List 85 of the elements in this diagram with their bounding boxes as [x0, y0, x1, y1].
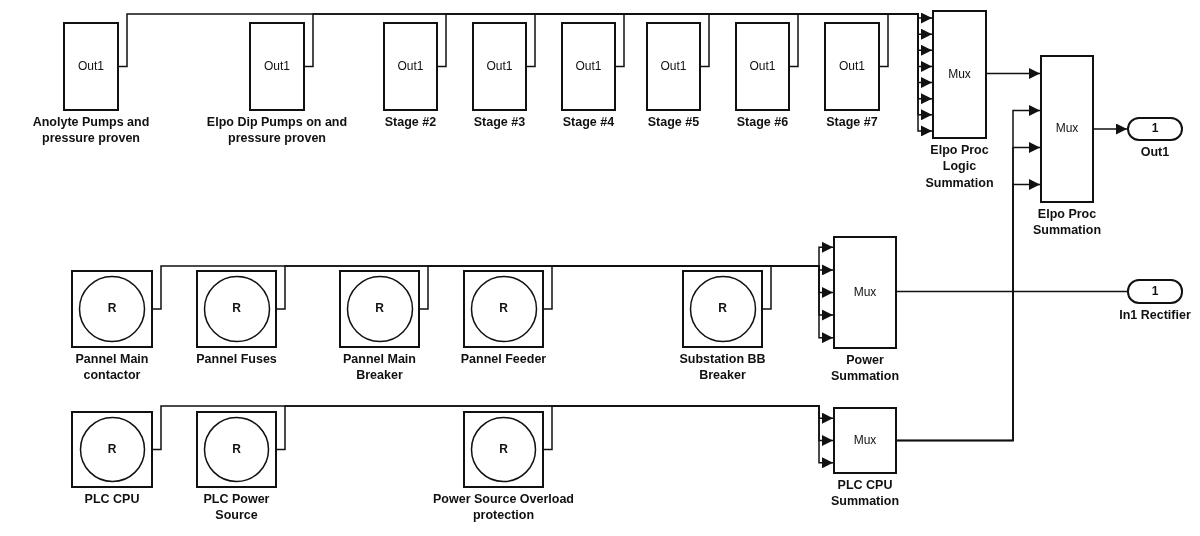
block-label: Pannel Main contactor: [74, 351, 150, 384]
signal-line: [762, 265, 834, 344]
block-label: Pannel Feeder: [459, 351, 548, 368]
mux-block: [1040, 55, 1094, 203]
port-block: [1127, 117, 1183, 141]
block-text: Out1: [263, 58, 291, 73]
signal-line: [543, 405, 834, 469]
block-label: In1 Rectifier: [1118, 307, 1192, 324]
subsystem-block: [824, 22, 880, 111]
signal-line: [615, 13, 933, 89]
lamp-block: [463, 411, 544, 488]
lamp-block: [71, 411, 153, 488]
block-label: Pannel Fuses: [195, 351, 278, 368]
signal-line: [896, 290, 1128, 293]
signal-line: [152, 405, 834, 451]
signal-line: [437, 13, 933, 68]
lamp-block: [463, 270, 544, 348]
signal-line: [152, 241, 834, 310]
subsystem-block: [735, 22, 790, 111]
block-label: Stage #6: [735, 114, 790, 131]
block-text: Out1: [838, 58, 866, 73]
signal-line: [789, 13, 933, 121]
block-label: Stage #2: [383, 114, 438, 131]
signal-line: [986, 68, 1041, 79]
subsystem-block: [249, 22, 305, 111]
block-text: Mux: [1054, 121, 1080, 135]
subsystem-block: [561, 22, 616, 111]
block-label: PLC CPU Summation: [829, 477, 901, 510]
lamp-block: [339, 270, 420, 348]
signal-line: [118, 12, 933, 68]
signal-line: [419, 265, 834, 310]
block-label: Stage #7: [825, 114, 879, 131]
block-text: R: [106, 301, 118, 315]
block-label: Elpo Proc Summation: [1031, 206, 1103, 239]
block-text: Out1: [574, 58, 603, 73]
block-text: Out1: [659, 58, 688, 73]
port-block: [1127, 279, 1183, 304]
block-label: PLC CPU: [83, 491, 141, 508]
block-text: R: [498, 441, 509, 456]
signal-line: [526, 13, 933, 72]
block-text: 1: [1150, 121, 1160, 135]
block-label: Elpo Dip Pumps on and pressure proven: [205, 114, 349, 147]
block-label: Pannel Main Breaker: [342, 351, 417, 384]
signal-line: [276, 264, 834, 310]
block-text: R: [231, 441, 242, 456]
subsystem-block: [646, 22, 701, 111]
lamp-block: [196, 411, 277, 488]
mux-block: [932, 10, 987, 139]
block-label: Stage #3: [472, 114, 527, 131]
mux-block: [833, 407, 897, 474]
block-text: Mux: [852, 284, 878, 299]
block-text: R: [498, 301, 509, 315]
signal-line: [304, 13, 933, 68]
subsystem-block: [63, 22, 119, 111]
block-label: Stage #4: [561, 114, 616, 131]
block-label: Stage #5: [646, 114, 701, 131]
block-label: Substation BB Breaker: [678, 351, 767, 384]
block-text: Mux: [947, 66, 972, 81]
signal-line: [276, 405, 834, 451]
mux-block: [833, 236, 897, 349]
block-text: 1: [1150, 283, 1160, 298]
signal-line: [700, 13, 933, 105]
block-text: R: [231, 301, 242, 315]
signal-line: [543, 265, 834, 321]
subsystem-block: [383, 22, 438, 111]
lamp-block: [71, 270, 153, 348]
block-label: Power Summation: [829, 352, 901, 385]
block-label: PLC Power Source: [202, 491, 271, 524]
block-label: Power Source Overload protection: [432, 491, 575, 524]
block-label: Out1: [1139, 144, 1171, 161]
block-label: Anolyte Pumps and pressure proven: [31, 114, 151, 147]
block-text: R: [374, 301, 385, 315]
signal-line: [1093, 123, 1128, 135]
block-text: Out1: [396, 58, 425, 73]
block-text: R: [717, 301, 728, 315]
block-text: Out1: [485, 58, 514, 73]
signal-line: [879, 13, 933, 137]
lamp-block: [682, 270, 763, 348]
block-text: Out1: [77, 58, 105, 73]
block-label: Elpo Proc Logic Summation: [924, 142, 995, 191]
block-text: R: [106, 441, 118, 456]
block-text: Out1: [748, 58, 777, 73]
lamp-block: [196, 270, 277, 348]
subsystem-block: [472, 22, 527, 111]
block-text: Mux: [852, 432, 878, 447]
